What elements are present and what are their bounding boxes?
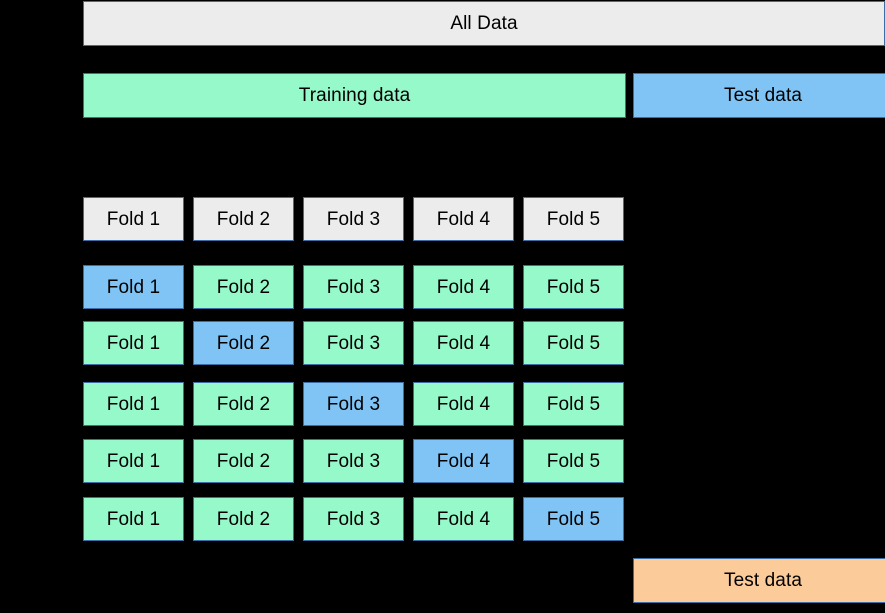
fold-cell-split-5-3: Fold 3 [303,497,404,541]
fold-cell-split-3-3: Fold 3 [303,382,404,426]
all-data-bar: All Data [83,1,885,46]
fold-cell-split-1-1: Fold 1 [83,265,184,309]
fold-header-cell-4: Fold 4 [413,197,514,241]
fold-cell-split-5-4: Fold 4 [413,497,514,541]
fold-header-cell-3: Fold 3 [303,197,404,241]
fold-cell-split-3-5: Fold 5 [523,382,624,426]
fold-cell-split-2-1: Fold 1 [83,321,184,365]
fold-cell-split-2-2: Fold 2 [193,321,294,365]
fold-cell-split-5-5: Fold 5 [523,497,624,541]
fold-cell-split-5-1: Fold 1 [83,497,184,541]
final-test-data-bar: Test data [633,558,885,603]
fold-cell-split-3-4: Fold 4 [413,382,514,426]
fold-header-cell-2: Fold 2 [193,197,294,241]
fold-cell-split-1-4: Fold 4 [413,265,514,309]
fold-cell-split-4-5: Fold 5 [523,439,624,483]
fold-cell-split-4-3: Fold 3 [303,439,404,483]
fold-cell-split-3-2: Fold 2 [193,382,294,426]
training-data-bar: Training data [83,73,626,118]
fold-header-cell-1: Fold 1 [83,197,184,241]
fold-cell-split-1-5: Fold 5 [523,265,624,309]
fold-cell-split-4-1: Fold 1 [83,439,184,483]
fold-cell-split-3-1: Fold 1 [83,382,184,426]
test-data-bar: Test data [633,73,885,118]
fold-cell-split-1-2: Fold 2 [193,265,294,309]
fold-cell-split-2-3: Fold 3 [303,321,404,365]
fold-cell-split-4-2: Fold 2 [193,439,294,483]
fold-cell-split-5-2: Fold 2 [193,497,294,541]
fold-header-cell-5: Fold 5 [523,197,624,241]
fold-cell-split-1-3: Fold 3 [303,265,404,309]
fold-cell-split-2-5: Fold 5 [523,321,624,365]
fold-cell-split-4-4: Fold 4 [413,439,514,483]
fold-cell-split-2-4: Fold 4 [413,321,514,365]
